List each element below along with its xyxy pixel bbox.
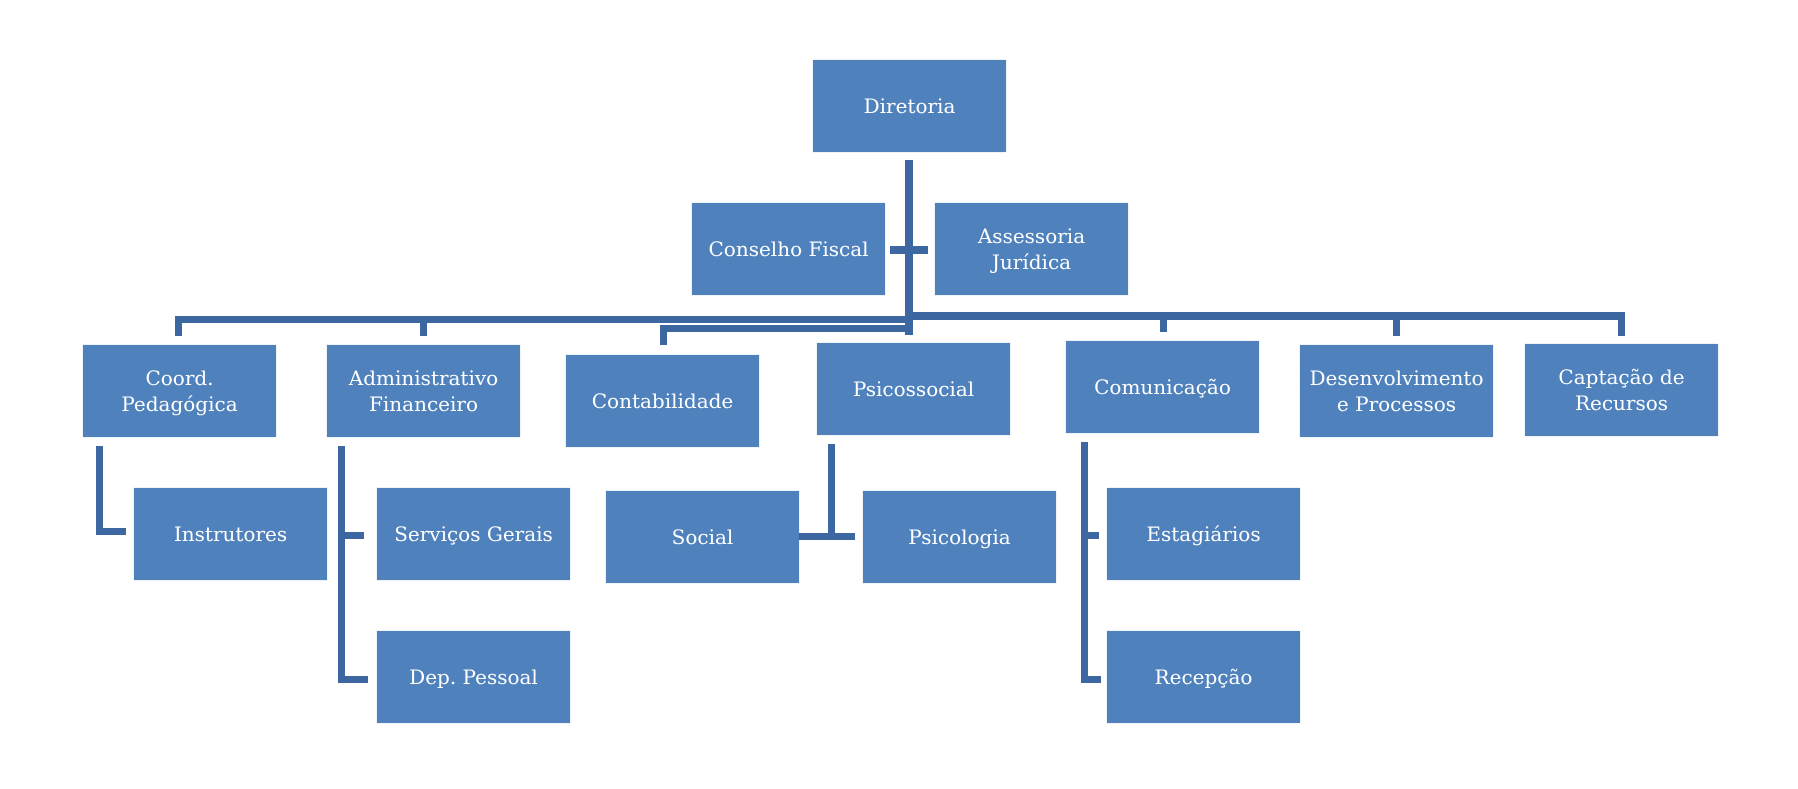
node-label: Conselho Fiscal bbox=[708, 237, 869, 261]
node-recepcao[interactable]: Recepção bbox=[1107, 631, 1300, 723]
node-psicologia[interactable]: Psicologia bbox=[863, 491, 1056, 583]
node-administrativo-financeiro[interactable]: Administrativo Financeiro bbox=[327, 345, 520, 437]
node-label: Serviços Gerais bbox=[394, 522, 553, 546]
node-estagiarios[interactable]: Estagiários bbox=[1107, 488, 1300, 580]
node-psicossocial[interactable]: Psicossocial bbox=[817, 343, 1010, 435]
node-label: Contabilidade bbox=[591, 389, 734, 413]
node-label: Comunicação bbox=[1094, 375, 1231, 399]
connector-admin-pessoal bbox=[338, 676, 368, 683]
connector-assistants bbox=[890, 246, 928, 254]
node-label: Recepção bbox=[1154, 665, 1253, 689]
node-comunicacao[interactable]: Comunicação bbox=[1066, 341, 1259, 433]
connector-drop-admin bbox=[420, 316, 427, 336]
connector-drop-coord bbox=[175, 316, 182, 336]
node-label: Diretoria bbox=[863, 94, 956, 118]
connector-admin-vertical bbox=[338, 446, 345, 682]
node-captacao-recursos[interactable]: Captação de Recursos bbox=[1525, 344, 1718, 436]
node-label: Estagiários bbox=[1146, 522, 1261, 546]
node-dep-pessoal[interactable]: Dep. Pessoal bbox=[377, 631, 570, 723]
connector-admin-servicos bbox=[338, 532, 364, 539]
connector-drop-contab bbox=[660, 325, 667, 345]
node-label: Dep. Pessoal bbox=[409, 665, 538, 689]
node-diretoria[interactable]: Diretoria bbox=[813, 60, 1006, 152]
node-conselho-fiscal[interactable]: Conselho Fiscal bbox=[692, 203, 885, 295]
node-contabilidade[interactable]: Contabilidade bbox=[566, 355, 759, 447]
node-assessoria-juridica[interactable]: Assessoria Jurídica bbox=[935, 203, 1128, 295]
node-label: Psicologia bbox=[908, 525, 1011, 549]
connector-psico-horizontal bbox=[793, 533, 832, 540]
connector-bus-left bbox=[175, 316, 910, 323]
connector-drop-desenv bbox=[1393, 312, 1400, 336]
node-instrutores[interactable]: Instrutores bbox=[134, 488, 327, 580]
node-label: Desenvolvimento e Processos bbox=[1309, 366, 1484, 416]
node-label: Administrativo Financeiro bbox=[348, 366, 499, 416]
node-label: Psicossocial bbox=[852, 377, 975, 401]
connector-bus-mid bbox=[660, 325, 912, 332]
connector-psico-vertical bbox=[828, 444, 835, 540]
connector-drop-captacao bbox=[1618, 312, 1625, 336]
connector-psico-horizontal-right bbox=[835, 533, 855, 540]
connector-comunic-estagiarios bbox=[1081, 532, 1099, 539]
connector-comunic-vertical bbox=[1081, 442, 1088, 682]
node-servicos-gerais[interactable]: Serviços Gerais bbox=[377, 488, 570, 580]
node-label: Instrutores bbox=[173, 522, 288, 546]
connector-coord-vertical bbox=[96, 446, 103, 534]
node-desenvolvimento-processos[interactable]: Desenvolvimento e Processos bbox=[1300, 345, 1493, 437]
node-social[interactable]: Social bbox=[606, 491, 799, 583]
connector-coord-instrutores bbox=[96, 528, 126, 535]
connector-comunic-recepcao bbox=[1081, 676, 1101, 683]
node-coord-pedagogica[interactable]: Coord. Pedagógica bbox=[83, 345, 276, 437]
connector-bus-right bbox=[912, 312, 1624, 320]
node-label: Coord. Pedagógica bbox=[121, 366, 238, 416]
connector-drop-comunic bbox=[1160, 312, 1167, 332]
node-label: Social bbox=[671, 525, 734, 549]
node-label: Assessoria Jurídica bbox=[977, 224, 1086, 274]
node-label: Captação de Recursos bbox=[1558, 365, 1685, 415]
